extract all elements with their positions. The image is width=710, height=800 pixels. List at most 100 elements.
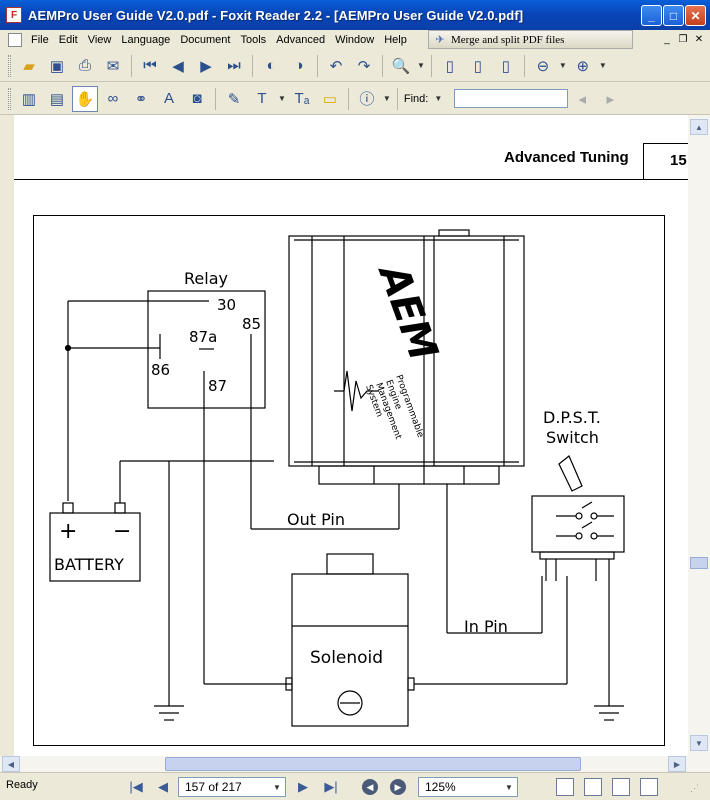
rotate-right-icon[interactable]: ↷ (357, 57, 371, 75)
mdi-close-icon[interactable]: ✕ (694, 33, 704, 45)
fit-width-icon[interactable]: ▯ (501, 57, 511, 75)
toolbar-separator (215, 87, 216, 110)
menu-window[interactable]: Window (335, 34, 375, 46)
menu-language[interactable]: Language (121, 34, 171, 46)
last-page-icon[interactable]: ⏭ (227, 57, 241, 74)
foxit-app-icon[interactable]: F (6, 7, 22, 23)
toolbar-separator (396, 87, 398, 110)
status-next-view-icon[interactable]: ▶ (390, 779, 406, 795)
minimize-button[interactable]: _ (641, 5, 662, 26)
previous-page-icon[interactable]: ◀ (172, 57, 184, 75)
header-rule (14, 179, 688, 180)
text-box-icon[interactable]: A (163, 90, 174, 107)
page-number-box: 15 (643, 143, 688, 180)
rotate-left-icon[interactable]: ↶ (329, 57, 343, 75)
ad-label: Merge and split PDF files (451, 33, 565, 46)
note-icon[interactable]: ▭ (322, 90, 338, 108)
horizontal-scroll-thumb[interactable] (165, 757, 581, 771)
document-viewport[interactable]: Advanced Tuning 15 (0, 115, 710, 772)
find-previous-icon[interactable]: ◂ (578, 90, 586, 108)
single-page-view-icon[interactable] (556, 778, 574, 796)
find-next-icon[interactable]: ▸ (606, 90, 614, 108)
menu-document[interactable]: Document (180, 34, 231, 46)
toolbar-separator (382, 54, 383, 77)
menu-advanced[interactable]: Advanced (276, 34, 326, 46)
fit-page-icon[interactable]: ▯ (473, 57, 483, 75)
toolbar-grip (8, 54, 11, 77)
pin-87a-label: 87a (189, 328, 217, 346)
next-page-icon[interactable]: ▶ (200, 57, 212, 75)
print-icon[interactable]: ⎙ (78, 57, 91, 74)
menu-edit[interactable]: Edit (58, 34, 78, 46)
snapshot-panel-icon[interactable]: ▤ (49, 90, 65, 108)
zoom-in-dropdown-icon[interactable]: ▼ (598, 61, 607, 70)
binoculars-icon[interactable]: ⚭ (134, 90, 148, 108)
zoom-tool-dropdown-icon[interactable]: ▼ (417, 61, 425, 70)
battery-label: BATTERY (54, 555, 124, 574)
horizontal-scrollbar[interactable]: ◀ ▶ (0, 756, 688, 772)
vertical-scroll-thumb[interactable] (690, 557, 708, 569)
first-page-icon[interactable]: ⏮ (143, 57, 157, 74)
typewriter-icon[interactable]: T (257, 90, 267, 107)
status-next-page-icon[interactable]: ▶ (298, 779, 308, 794)
scroll-up-icon[interactable]: ▲ (690, 119, 708, 135)
pin-87-label: 87 (208, 377, 227, 395)
open-folder-icon[interactable]: ▰ (23, 57, 35, 75)
status-first-page-icon[interactable]: |◀ (129, 779, 143, 794)
page-dropdown-icon[interactable]: ▼ (273, 782, 281, 792)
page-number-text: 157 of 217 (185, 780, 242, 794)
save-icon[interactable]: ▣ (49, 57, 65, 75)
bookmarks-icon[interactable]: ▥ (21, 90, 37, 108)
resize-grip-icon[interactable]: ⋰ (690, 783, 699, 793)
find-input[interactable] (454, 89, 569, 108)
camera-icon[interactable]: ◙ (192, 90, 202, 107)
mdi-minimize-icon[interactable]: _ (664, 33, 670, 45)
next-view-icon[interactable]: ◑ (294, 57, 304, 74)
scroll-right-icon[interactable]: ▶ (668, 756, 686, 772)
continuous-facing-view-icon[interactable] (640, 778, 658, 796)
zoom-value: 125% (425, 780, 456, 794)
status-previous-page-icon[interactable]: ◀ (158, 779, 168, 794)
vertical-scrollbar[interactable]: ▲ ▼ (688, 115, 710, 772)
previous-view-icon[interactable]: ◐ (266, 57, 276, 74)
scroll-left-icon[interactable]: ◀ (2, 756, 20, 772)
info-dropdown-icon[interactable]: ▼ (382, 94, 391, 103)
wiring-diagram: Relay 30 87a 85 86 87 D.P.S.T. Switch Ou… (33, 215, 665, 746)
pin-86-label: 86 (151, 361, 170, 379)
zoom-in-icon[interactable]: ⊕ (576, 57, 590, 75)
toolbar-separator (523, 54, 525, 77)
actual-size-icon[interactable]: ▯ (445, 57, 455, 75)
find-label: Find: (403, 92, 429, 105)
hand-tool-icon[interactable]: ✋ (72, 85, 98, 112)
text-size-icon[interactable]: Tₐ (294, 90, 310, 107)
document-icon[interactable] (8, 33, 22, 47)
mdi-restore-icon[interactable]: ❐ (678, 33, 688, 45)
merge-split-ad-button[interactable]: ✈ Merge and split PDF files (428, 30, 633, 49)
zoom-in-tool-icon[interactable]: 🔍 (391, 57, 411, 75)
status-last-page-icon[interactable]: ▶| (324, 779, 338, 794)
typewriter-dropdown-icon[interactable]: ▼ (278, 94, 286, 103)
maximize-button[interactable]: □ (663, 5, 684, 26)
zoom-out-dropdown-icon[interactable]: ▼ (558, 61, 567, 70)
scroll-down-icon[interactable]: ▼ (690, 735, 708, 751)
find-options-dropdown-icon[interactable]: ▼ (434, 94, 443, 103)
menu-tools[interactable]: Tools (240, 34, 267, 46)
continuous-view-icon[interactable] (584, 778, 602, 796)
close-button[interactable]: ✕ (685, 5, 706, 26)
solenoid-label: Solenoid (310, 648, 383, 668)
status-previous-view-icon[interactable]: ◀ (362, 779, 378, 795)
left-panel-edge (0, 115, 14, 756)
menu-help[interactable]: Help (384, 34, 407, 46)
switch-label-top: D.P.S.T. (543, 408, 601, 427)
facing-view-icon[interactable] (612, 778, 630, 796)
zoom-out-icon[interactable]: ⊖ (536, 57, 550, 75)
menu-file[interactable]: File (31, 34, 49, 46)
email-icon[interactable]: ✉ (106, 57, 120, 75)
pencil-icon[interactable]: ✎ (227, 90, 241, 108)
info-icon[interactable]: ⓘ (359, 91, 375, 108)
zoom-field[interactable]: 125% ▼ (418, 777, 518, 797)
text-select-icon[interactable]: ∞ (107, 90, 119, 107)
zoom-dropdown-icon[interactable]: ▼ (505, 782, 513, 792)
menu-view[interactable]: View (87, 34, 112, 46)
page-number-field[interactable]: 157 of 217 ▼ (178, 777, 286, 797)
